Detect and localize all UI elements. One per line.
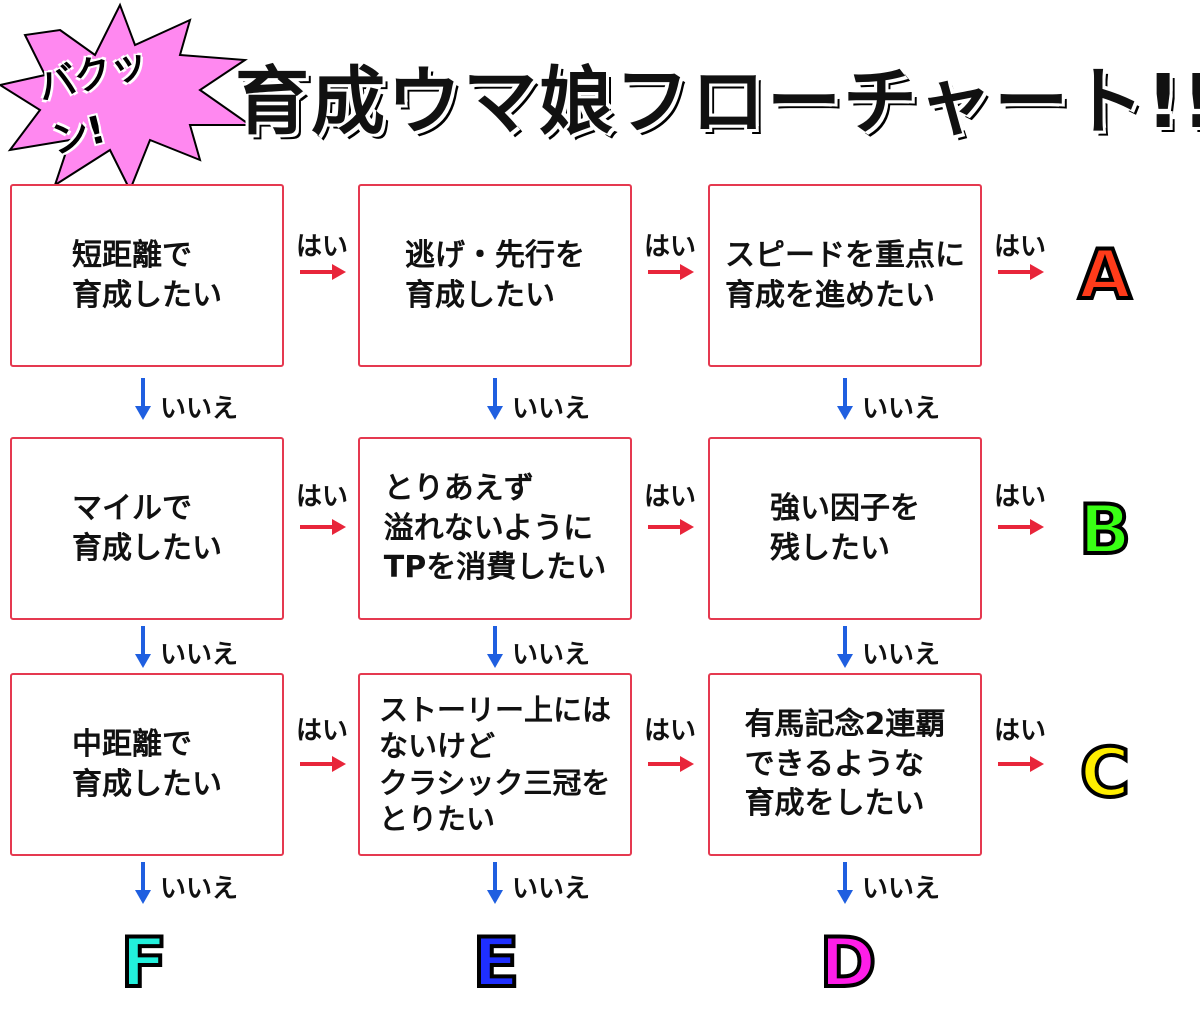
yes-arrow-icon <box>998 264 1044 280</box>
yes-arrow-icon <box>998 519 1044 535</box>
result-d: D <box>818 924 878 1003</box>
no-label: いいえ <box>160 874 239 904</box>
burst-shape <box>0 2 254 193</box>
yes-label: はい <box>295 232 348 262</box>
yes-arrow-icon <box>648 756 694 772</box>
no-arrow-icon <box>837 626 853 668</box>
no-arrow-icon <box>135 626 151 668</box>
box-middle-distance: 中距離で 育成したい <box>10 673 284 856</box>
box-strong-factor: 強い因子を 残したい <box>708 437 982 620</box>
no-label: いいえ <box>512 394 591 424</box>
yes-label: はい <box>295 482 348 512</box>
result-c: C <box>1078 734 1132 813</box>
result-a: A <box>1077 236 1134 315</box>
box-speed-focus: スピードを重点に 育成を進めたい <box>708 184 982 367</box>
box-text: とりあえず 溢れないように TPを消費したい <box>383 471 607 586</box>
box-text: マイルで 育成したい <box>72 490 222 566</box>
yes-arrow-icon <box>648 519 694 535</box>
badge-text: バクッン! <box>33 39 152 163</box>
box-classic-triple-crown: ストーリー上には ないけど クラシック三冠を とりたい <box>358 673 632 856</box>
yes-label: はい <box>643 482 696 512</box>
no-label: いいえ <box>512 874 591 904</box>
box-consume-tp: とりあえず 溢れないように TPを消費したい <box>358 437 632 620</box>
result-f: F <box>119 924 169 1003</box>
box-short-distance: 短距離で 育成したい <box>10 184 284 367</box>
box-text: ストーリー上には ないけど クラシック三冠を とりたい <box>378 693 611 836</box>
yes-arrow-icon <box>300 264 346 280</box>
page-title: 育成ウマ娘フローチャート!! <box>235 58 1200 145</box>
box-runner-style: 逃げ・先行を 育成したい <box>358 184 632 367</box>
yes-arrow-icon <box>648 264 694 280</box>
no-arrow-icon <box>837 378 853 420</box>
result-b: B <box>1077 491 1133 570</box>
no-label: いいえ <box>512 640 591 670</box>
box-text: 有馬記念2連覇 できるような 育成をしたい <box>744 707 946 822</box>
yes-label: はい <box>295 716 348 746</box>
no-arrow-icon <box>487 626 503 668</box>
box-text: 中距離で 育成したい <box>72 726 222 802</box>
no-label: いいえ <box>160 394 239 424</box>
box-mile: マイルで 育成したい <box>10 437 284 620</box>
no-label: いいえ <box>862 640 941 670</box>
yes-label: はい <box>643 716 696 746</box>
box-text: 強い因子を 残したい <box>770 490 920 566</box>
yes-label: はい <box>993 232 1046 262</box>
yes-label: はい <box>993 482 1046 512</box>
no-label: いいえ <box>862 394 941 424</box>
no-label: いいえ <box>160 640 239 670</box>
no-arrow-icon <box>837 862 853 904</box>
result-e: E <box>471 924 521 1003</box>
box-text: 短距離で 育成したい <box>72 237 222 313</box>
no-label: いいえ <box>862 874 941 904</box>
yes-label: はい <box>993 716 1046 746</box>
no-arrow-icon <box>135 378 151 420</box>
yes-arrow-icon <box>300 519 346 535</box>
yes-label: はい <box>643 232 696 262</box>
yes-arrow-icon <box>300 756 346 772</box>
no-arrow-icon <box>487 862 503 904</box>
no-arrow-icon <box>135 862 151 904</box>
no-arrow-icon <box>487 378 503 420</box>
yes-arrow-icon <box>998 756 1044 772</box>
box-text: スピードを重点に 育成を進めたい <box>725 237 965 313</box>
box-text: 逃げ・先行を 育成したい <box>405 237 585 313</box>
box-arima-twice: 有馬記念2連覇 できるような 育成をしたい <box>708 673 982 856</box>
